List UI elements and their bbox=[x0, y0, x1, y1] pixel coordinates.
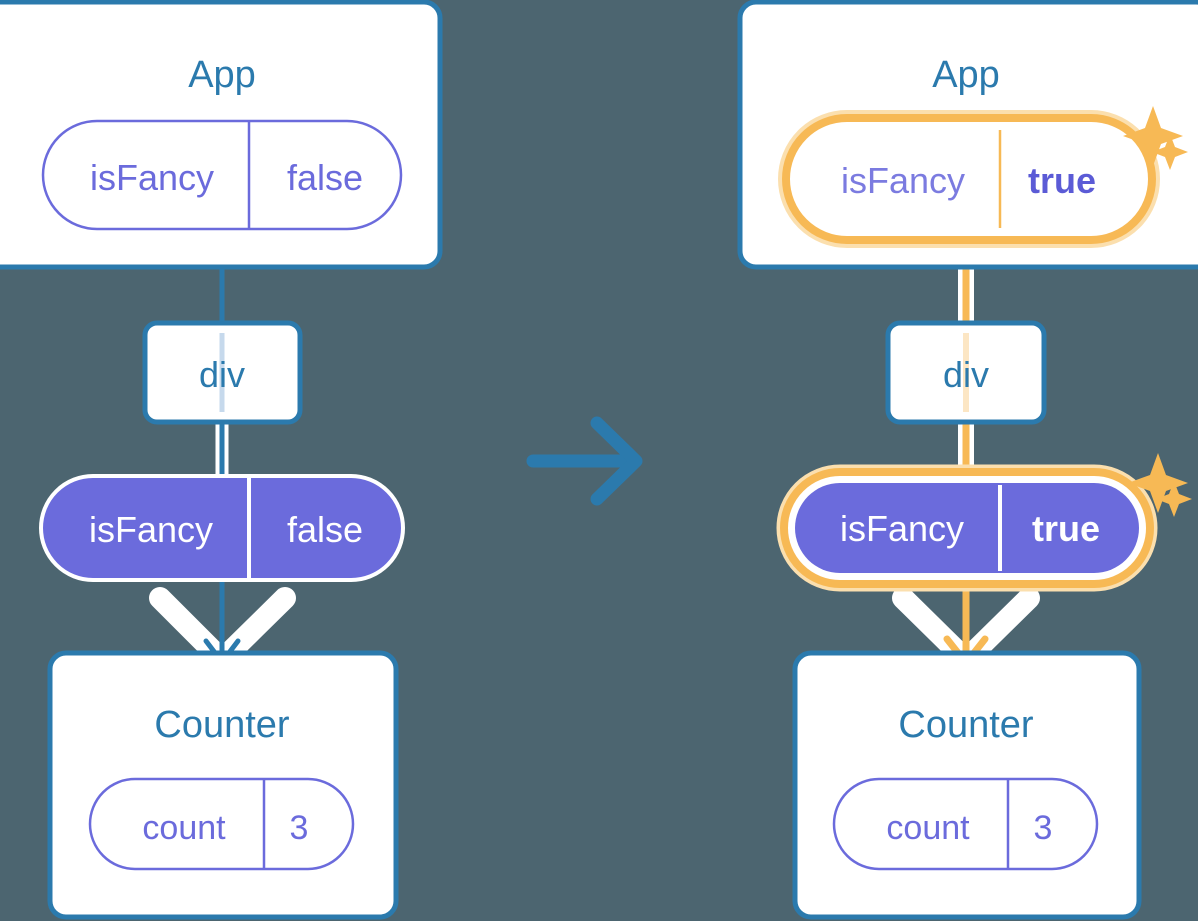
left-counter-card-title: Counter bbox=[154, 704, 290, 746]
left-props-pill-value: false bbox=[287, 509, 363, 550]
transition-arrow bbox=[526, 416, 643, 506]
right-counter-pill-value: 3 bbox=[1034, 809, 1053, 847]
right-props-pill-name: isFancy bbox=[840, 508, 964, 549]
right-app-pill-name: isFancy bbox=[841, 160, 965, 201]
sparkle-small-icon bbox=[1156, 481, 1192, 517]
right-counter-pill: count 3 bbox=[832, 777, 1099, 871]
right-props-pill-value: true bbox=[1032, 508, 1100, 549]
right-app-pill-value: true bbox=[1028, 160, 1096, 201]
left-counter-pill: count 3 bbox=[88, 777, 355, 871]
left-props-pill-name: isFancy bbox=[89, 509, 213, 550]
left-app-pill: isFancy false bbox=[41, 119, 403, 231]
right-counter-card: Counter count 3 bbox=[792, 650, 1142, 920]
left-app-pill-name: isFancy bbox=[90, 157, 214, 198]
sparkle-large-icon bbox=[1128, 453, 1188, 513]
right-app-pill-ring bbox=[782, 114, 1156, 244]
right-app-card: App isFancy true bbox=[737, 0, 1198, 270]
left-div-node-label: div bbox=[199, 354, 245, 395]
left-panel: App isFancy false div isFancy false Co bbox=[0, 0, 443, 920]
left-counter-pill-value: 3 bbox=[290, 809, 309, 847]
right-counter-card-title: Counter bbox=[898, 704, 1034, 746]
left-counter-pill-name: count bbox=[142, 809, 226, 847]
right-div-node-label: div bbox=[943, 354, 989, 395]
right-div-node: div bbox=[885, 320, 1047, 425]
left-app-card-title: App bbox=[188, 54, 256, 96]
sparkle-large-icon bbox=[1123, 106, 1183, 166]
right-counter-pill-name: count bbox=[886, 809, 970, 847]
left-app-pill-value: false bbox=[287, 157, 363, 198]
sparkle-small-icon bbox=[1152, 134, 1188, 170]
left-counter-card: Counter count 3 bbox=[47, 650, 399, 920]
left-div-node: div bbox=[142, 320, 303, 425]
right-props-pill: isFancy true bbox=[776, 453, 1192, 592]
right-app-card-title: App bbox=[932, 54, 1000, 96]
left-props-pill: isFancy false bbox=[39, 474, 405, 582]
left-app-card: App isFancy false bbox=[0, 0, 443, 270]
right-panel: App isFancy true div bbox=[737, 0, 1198, 920]
right-app-pill: isFancy true bbox=[778, 110, 1160, 248]
